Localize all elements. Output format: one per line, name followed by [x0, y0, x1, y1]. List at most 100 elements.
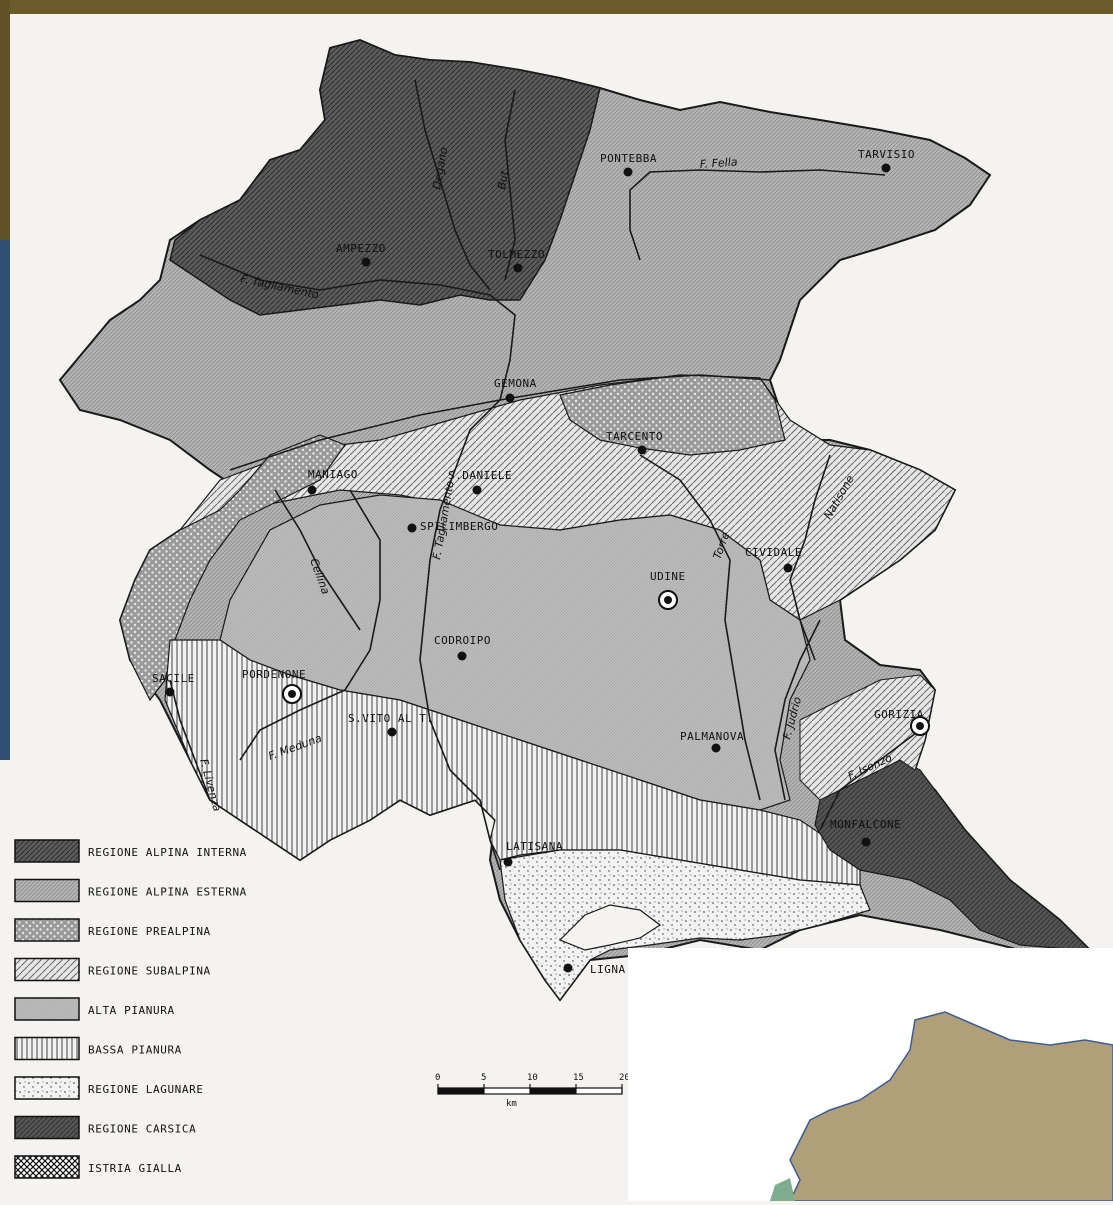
place-lignano: LIGNA [563, 963, 625, 976]
place-codroipo: CODROIPO [434, 634, 491, 661]
place-label: CODROIPO [434, 634, 491, 647]
scale-tick-label: 0 [435, 1073, 440, 1083]
legend-swatch [14, 1076, 80, 1100]
legend-label: REGIONE PREALPINA [88, 925, 211, 938]
place-label: MANIAGO [308, 468, 358, 481]
river-tagliamento [199, 254, 516, 871]
place-label: MONFALCONE [830, 818, 901, 831]
place-label: TOLMEZZO [488, 248, 545, 261]
legend-item-istria-gialla: ISTRIA GIALLA [14, 1155, 181, 1179]
town-marker-icon [563, 963, 573, 973]
legend-item-prealpina: REGIONE PREALPINA [14, 918, 211, 942]
place-label: AMPEZZO [336, 242, 386, 255]
town-marker-icon [361, 257, 371, 267]
legend-item-carsica: REGIONE CARSICA [14, 1115, 196, 1140]
legend-swatch [14, 997, 80, 1021]
place-label: TARCENTO [606, 430, 663, 443]
town-marker-icon [472, 485, 482, 495]
capital-marker-dot [288, 690, 296, 698]
town-marker-icon [711, 743, 721, 753]
place-svito: S.VITO AL T. [348, 712, 433, 737]
legend-swatch [14, 878, 80, 903]
legend-item-subalpina: REGIONE SUBALPINA [14, 957, 211, 982]
river-label-fella: F. Fella [699, 155, 738, 171]
legend-swatch [14, 918, 80, 942]
town-marker-icon [861, 837, 871, 847]
place-label: GEMONA [494, 377, 537, 390]
background-top-band [0, 0, 1113, 14]
place-maniago: MANIAGO [307, 468, 358, 495]
town-marker-icon [307, 485, 317, 495]
legend-label: REGIONE CARSICA [88, 1123, 196, 1136]
town-marker-icon [503, 857, 513, 867]
place-label: SPILIMBERGO [420, 520, 498, 533]
inset-map-land-green [770, 1178, 795, 1201]
place-label: UDINE [650, 570, 686, 583]
place-gemona: GEMONA [494, 377, 537, 403]
legend-item-alta-pianura: ALTA PIANURA [14, 997, 175, 1021]
river-natisone [789, 454, 831, 661]
river-cellina [274, 489, 361, 631]
place-ampezzo: AMPEZZO [336, 242, 386, 267]
river-label-but: But [495, 169, 511, 190]
legend-swatch [14, 1036, 80, 1061]
place-tarvisio: TARVISIO [858, 148, 915, 173]
background-left-band [0, 0, 10, 240]
place-label: GORIZIA [874, 708, 924, 721]
legend-swatch [14, 839, 80, 863]
region-subalpina-gorizia [799, 674, 936, 801]
town-marker-icon [407, 523, 417, 533]
scale-tick-label: 20 [619, 1073, 630, 1083]
scale-tick-label: 10 [527, 1073, 538, 1083]
inset-map-land [788, 1011, 1113, 1202]
place-label: PONTEBBA [600, 152, 657, 165]
place-label: S.DANIELE [448, 469, 512, 482]
town-marker-icon [457, 651, 467, 661]
legend-item-alpina-esterna: REGIONE ALPINA ESTERNA [14, 878, 247, 903]
river-torre [639, 454, 761, 801]
place-pordenone: PORDENONE [242, 668, 306, 704]
town-marker-icon [165, 687, 175, 697]
place-sdaniele: S.DANIELE [448, 469, 512, 495]
legend-item-lagunare: REGIONE LAGUNARE [14, 1076, 204, 1100]
place-spilimbergo: SPILIMBERGO [407, 520, 498, 533]
place-markers: AMPEZZO TOLMEZZO PONTEBBA TARVISIO GEMONA TAR… [152, 148, 930, 976]
place-udine: UDINE [650, 570, 686, 610]
legend: REGIONE ALPINA INTERNA REGIONE ALPINA EST… [14, 839, 247, 1179]
legend-label: ALTA PIANURA [88, 1004, 175, 1017]
legend-label: REGIONE ALPINA ESTERNA [88, 886, 247, 899]
legend-swatch [14, 957, 80, 982]
legend-label: REGIONE LAGUNARE [88, 1083, 204, 1096]
place-tolmezzo: TOLMEZZO [488, 248, 545, 273]
scale-bar-segment [438, 1088, 484, 1094]
town-marker-icon [387, 727, 397, 737]
region-prealpina-west [119, 434, 346, 702]
legend-item-alpina-interna: REGIONE ALPINA INTERNA [14, 839, 247, 863]
place-label: PORDENONE [242, 668, 306, 681]
place-palmanova: PALMANOVA [680, 730, 744, 753]
legend-item-bassa-pianura: BASSA PIANURA [14, 1036, 181, 1061]
region-alpina-interna-area [169, 39, 601, 316]
legend-label: REGIONE ALPINA INTERNA [88, 846, 247, 859]
region-lagunare-area [499, 849, 871, 1001]
background-left-band-lower [0, 240, 10, 760]
place-label: LATISANA [506, 840, 563, 853]
place-pontebba: PONTEBBA [600, 152, 657, 177]
scale-bar-segment [530, 1088, 576, 1094]
river-degano [414, 79, 491, 291]
river-isonzo [819, 729, 921, 831]
place-tarcento: TARCENTO [606, 430, 663, 455]
legend-label: REGIONE SUBALPINA [88, 965, 211, 978]
town-marker-icon [637, 445, 647, 455]
boundary-line [229, 374, 771, 471]
place-label: CIVIDALE [745, 546, 802, 559]
scale-unit-label: km [506, 1099, 517, 1109]
legend-swatch [14, 1115, 80, 1140]
place-label: TARVISIO [858, 148, 915, 161]
river-but [504, 89, 516, 281]
town-marker-icon [623, 167, 633, 177]
capital-marker-dot [916, 722, 924, 730]
